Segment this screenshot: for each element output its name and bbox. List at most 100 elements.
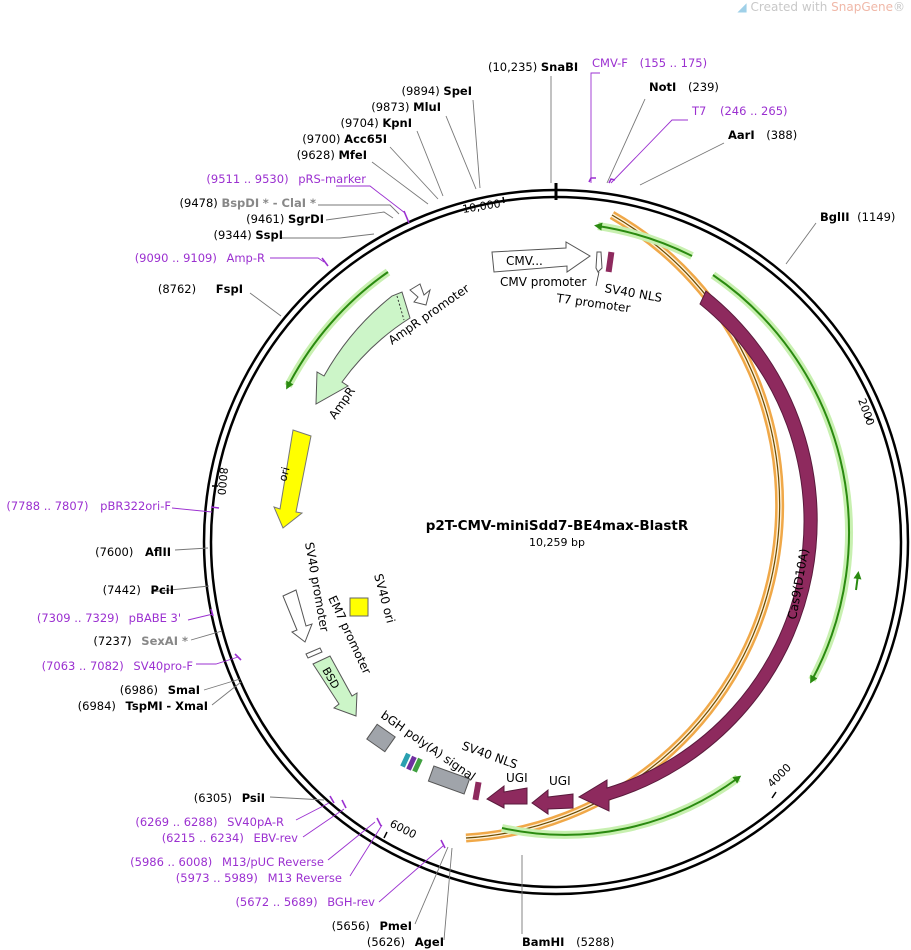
label-14-pos: (9344) (213, 228, 251, 242)
svg-text:(9704) KpnI: (9704) KpnI (340, 116, 412, 130)
label-24-pos: (6984) (78, 699, 116, 713)
tick-label-6000: 6000 (388, 817, 419, 841)
svg-text:(9894) SpeI: (9894) SpeI (402, 84, 473, 98)
label-27-name: EBV-rev (253, 831, 298, 845)
cmv-promoter-feature (491, 241, 591, 273)
svg-text:(5672 .. 5689) BGH-rev: (5672 .. 5689) BGH-rev (235, 895, 375, 909)
tick-label-2000: 2000 (855, 397, 877, 428)
label-17-pos: (7788 .. 7807) (6, 499, 88, 513)
green-arc-right (712, 274, 850, 684)
plasmid-size: 10,259 bp (529, 536, 585, 549)
svg-text:CMV-F (155 .. 175): CMV-F (155 .. 175) (592, 56, 707, 70)
svg-text:(7788 .. 7807) pBR322ori-F: (7788 .. 7807) pBR322ori-F (6, 499, 171, 513)
label-13-pos: (9461) (246, 212, 284, 226)
label-31-pos: (5656) (332, 919, 370, 933)
label-2-name: NotI (649, 80, 676, 94)
label-29-pos: (5973 .. 5989) (176, 871, 258, 885)
svg-text:(7600) AflII: (7600) AflII (95, 545, 171, 559)
svg-text:(7237) SexAI *: (7237) SexAI * (93, 634, 188, 648)
ori-label: ori (276, 466, 292, 483)
svg-text:(9511 .. 9530) pRS-marker: (9511 .. 9530) pRS-marker (206, 172, 366, 186)
t7-promoter-feature (595, 251, 603, 273)
label-17-name: pBR322ori-F (100, 499, 171, 513)
sv40-ori-label: SV40 ori (371, 572, 398, 624)
green-arc-bottom (501, 775, 742, 836)
cas9-d10a-feature (577, 290, 818, 812)
svg-text:(5973 .. 5989) M13 Reverse: (5973 .. 5989) M13 Reverse (176, 871, 342, 885)
svg-text:(5986 .. 6008) M13/pUC Reverse: (5986 .. 6008) M13/pUC Reverse (130, 855, 324, 869)
label-30-name: BGH-rev (327, 895, 375, 909)
label-23-pos: (6986) (120, 683, 158, 697)
label-23-name: SmaI (168, 683, 200, 697)
plasmid-name: p2T-CMV-miniSdd7-BE4max-BlastR (426, 518, 689, 534)
label-15-pos: (9090 .. 9109) (135, 251, 217, 265)
label-27-pos: (6215 .. 6234) (162, 831, 244, 845)
label-18-pos: (7600) (95, 545, 133, 559)
watermark-prefix: Created with (750, 0, 832, 14)
label-9-pos: (9700) (302, 132, 340, 146)
label-10-name: MfeI (338, 148, 367, 162)
tick-label-8000: 8000 (215, 467, 230, 496)
label-7-pos: (9873) (371, 100, 409, 114)
label-19-pos: (7442) (103, 583, 141, 597)
svg-text:AarI (388): AarI (388) (728, 128, 797, 142)
sv40-promoter-feature (282, 589, 313, 643)
label-16-pos: (8762) (158, 282, 196, 296)
label-9-name: Acc65I (344, 132, 387, 146)
green-arc-top (594, 222, 693, 257)
label-3-pos: (246 .. 265) (720, 104, 788, 118)
watermark: ◢Created with SnapGene® (737, 0, 905, 14)
label-3-name: T7 (691, 104, 706, 118)
label-18-name: AflII (145, 545, 171, 559)
site-labels: (10,235) SnaBI CMV-F (155 .. 175) NotI (… (6, 56, 895, 949)
label-5-pos: (1149) (857, 210, 895, 224)
label-12-name: BspDI (221, 196, 259, 210)
svg-text:(10,235) SnaBI: (10,235) SnaBI (488, 60, 578, 74)
label-4-pos: (388) (766, 128, 797, 142)
watermark-brand: SnapGene (831, 0, 893, 14)
label-1-name: CMV-F (592, 56, 628, 70)
label-0-pos: (10,235) (488, 60, 537, 74)
svg-text:(9461) SgrDI: (9461) SgrDI (246, 212, 324, 226)
svg-text:(7063 .. 7082) SV40pro-F: (7063 .. 7082) SV40pro-F (42, 659, 193, 673)
label-6-name: SpeI (443, 84, 472, 98)
label-30-pos: (5672 .. 5689) (235, 895, 317, 909)
svg-text:BamHI (5288): BamHI (5288) (522, 935, 614, 949)
label-7-name: MluI (413, 100, 441, 114)
label-2-pos: (239) (688, 80, 719, 94)
label-12-pos: (9478) (180, 196, 218, 210)
sv40-ori-feature (349, 597, 369, 617)
ugi-feature-2 (486, 784, 528, 809)
label-13-name: SgrDI (288, 212, 324, 226)
ori-feature (273, 429, 312, 529)
label-33-pos: (5288) (576, 935, 614, 949)
svg-text:(5626) AgeI: (5626) AgeI (367, 935, 444, 949)
svg-text:(6305) PsiI: (6305) PsiI (194, 791, 265, 805)
svg-text:(9873) MluI: (9873) MluI (371, 100, 441, 114)
ampr-dashed-mark (396, 295, 405, 321)
tick-label-10000: 10,000 (461, 197, 501, 216)
svg-text:(9700) Acc65I: (9700) Acc65I (302, 132, 387, 146)
label-5-name: BglII (820, 210, 850, 224)
label-32-pos: (5626) (367, 935, 405, 949)
label-26-name: SV40pA-R (227, 815, 284, 829)
svg-text:(6984) TspMI - XmaI: (6984) TspMI - XmaI (78, 699, 208, 713)
label-11-pos: (9511 .. 9530) (206, 172, 288, 186)
label-26-pos: (6269 .. 6288) (135, 815, 217, 829)
svg-text:(5656) PmeI: (5656) PmeI (332, 919, 412, 933)
label-19-name: PciI (151, 583, 174, 597)
green-mini-arrow (853, 571, 862, 591)
cmv-feature-label: CMV... (506, 254, 543, 268)
svg-text:(8762) FspI: (8762) FspI (158, 282, 243, 296)
label-4-name: AarI (728, 128, 755, 142)
ugi-label-2: UGI (506, 771, 528, 785)
bsd-feature (312, 655, 358, 717)
label-6-pos: (9894) (402, 84, 440, 98)
svg-text:(6269 .. 6288) SV40pA-R: (6269 .. 6288) SV40pA-R (135, 815, 284, 829)
label-21-pos: (7237) (93, 634, 131, 648)
label-20-name: pBABE 3' (129, 611, 181, 625)
ugi-label-1: UGI (549, 774, 571, 788)
watermark-reg: ® (893, 0, 905, 14)
label-31-name: PmeI (380, 919, 413, 933)
gray-feature-small (366, 723, 396, 753)
